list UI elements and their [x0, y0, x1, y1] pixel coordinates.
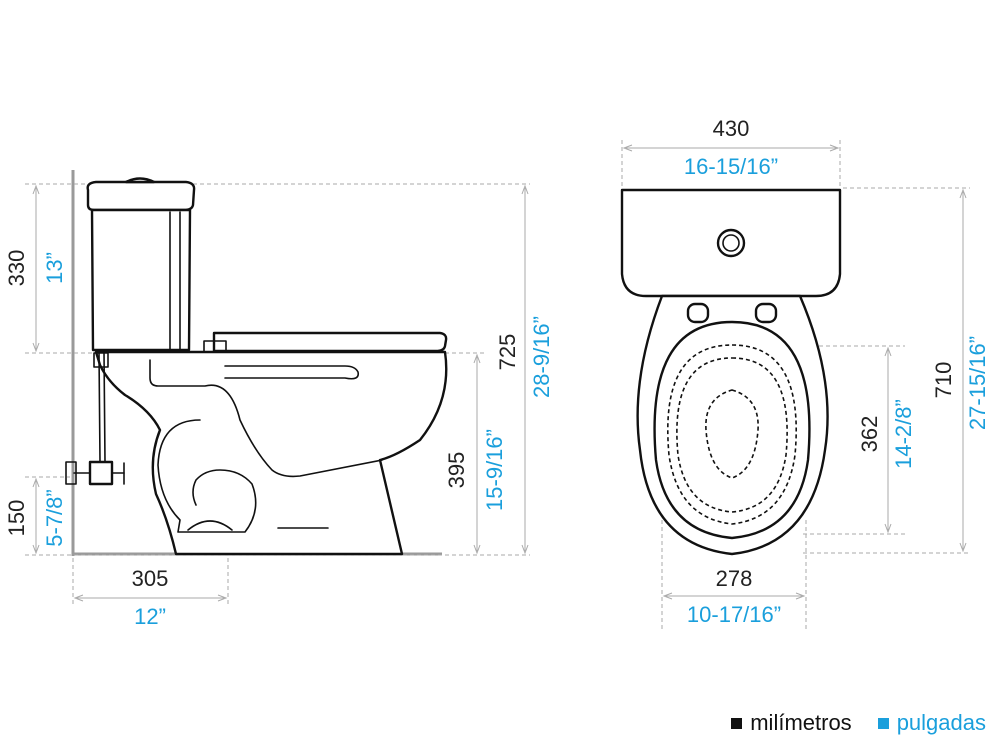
total-depth-in: 27-15/16”	[965, 336, 990, 430]
seat-top	[653, 320, 811, 540]
top-view	[620, 140, 970, 632]
tank-body	[90, 208, 192, 352]
bowl-rim-dashed	[667, 344, 797, 525]
seat-lid	[212, 331, 448, 353]
tank-width-mm: 430	[713, 116, 750, 141]
bowl-length-in: 14-2/8”	[891, 399, 916, 469]
total-height-mm: 725	[495, 334, 520, 371]
bowl-height-in: 15-9/16”	[482, 429, 507, 511]
legend-item-in: pulgadas	[877, 710, 986, 736]
trapway	[157, 419, 257, 533]
tank-height-in: 13”	[42, 252, 67, 284]
supply-valve	[88, 460, 114, 486]
legend-square-in-icon	[877, 717, 889, 729]
legend-item-mm: milímetros	[731, 710, 852, 736]
rough-in-in: 12”	[134, 604, 166, 629]
hinge-left	[686, 302, 710, 324]
legend-label-mm: milímetros	[750, 710, 852, 735]
hinge-right	[754, 302, 778, 324]
bowl-length-mm: 362	[857, 416, 882, 453]
bowl-width-in: 10-17/16”	[687, 602, 781, 627]
supply-height-in: 5-7/8”	[42, 489, 67, 546]
bowl-width-mm: 278	[716, 566, 753, 591]
tank-height-mm: 330	[4, 250, 29, 287]
legend-label-in: pulgadas	[896, 710, 986, 735]
legend-square-mm-icon	[731, 717, 743, 729]
units-legend: milímetros pulgadas	[731, 710, 986, 736]
supply-height-mm: 150	[4, 500, 29, 537]
flush-button	[124, 177, 156, 184]
tank-width-in: 16-15/16”	[684, 154, 778, 179]
supply-pipe	[98, 351, 101, 463]
bowl-body	[94, 350, 448, 556]
water-area-dashed	[705, 389, 759, 479]
flush-button-top	[716, 228, 746, 258]
bowl-height-mm: 395	[444, 452, 469, 489]
rough-in-mm: 305	[132, 566, 169, 591]
total-depth-mm: 710	[931, 362, 956, 399]
total-height-in: 28-9/16”	[529, 316, 554, 398]
tank-lid	[86, 180, 196, 212]
side-view	[25, 170, 530, 604]
